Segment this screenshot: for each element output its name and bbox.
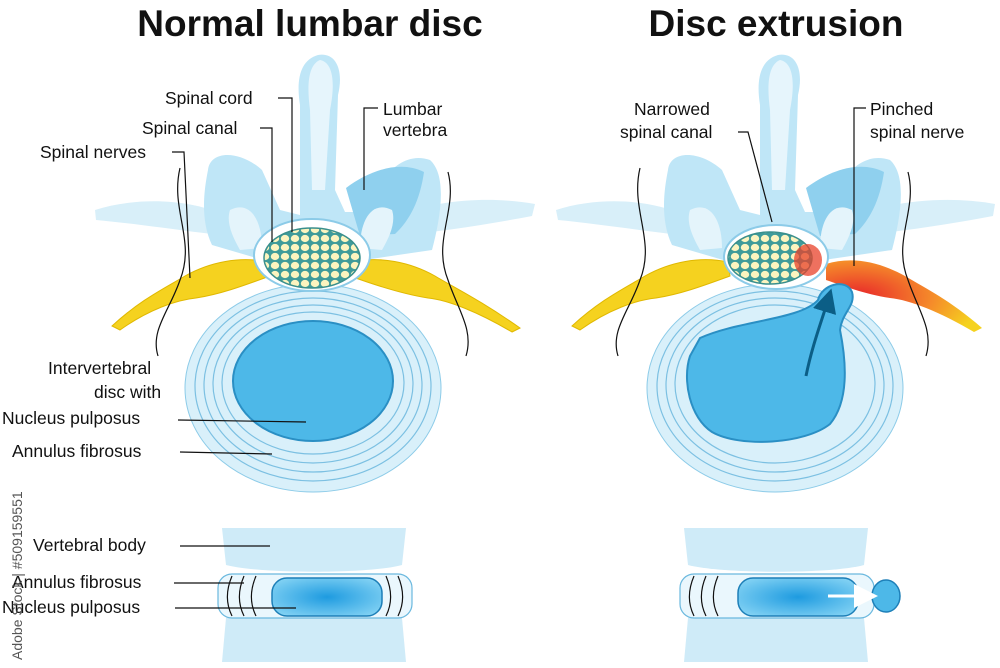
label-lumbar-1: Lumbar — [383, 99, 443, 119]
lamina-shade — [346, 166, 424, 236]
inflamed-area — [794, 244, 822, 276]
nerve-right-branch — [442, 171, 469, 357]
extrusion-nerve-left — [571, 259, 731, 331]
label-spinal-canal: Spinal canal — [142, 118, 237, 138]
label-spinal-nerves: Spinal nerves — [40, 142, 146, 162]
nerve-left — [111, 259, 271, 331]
label-narrowed-1: Narrowed — [634, 99, 710, 119]
left-transverse-process — [95, 201, 230, 236]
normal-nucleus-side — [271, 577, 383, 617]
label-narrowed-2: spinal canal — [620, 122, 712, 142]
label-annulus-fibrosus: Annulus fibrosus — [12, 441, 142, 461]
label-pinched-1: Pinched — [870, 99, 933, 119]
nerve-left-branch — [155, 167, 186, 357]
extruded-disc — [646, 283, 904, 493]
pedicle-left — [228, 207, 262, 250]
extrusion-arrow — [804, 288, 837, 377]
normal-nucleus — [232, 320, 394, 442]
label-nucleus-side: Nucleus pulposus — [2, 597, 140, 617]
nerve-right — [349, 259, 521, 333]
normal-side-view — [217, 528, 413, 662]
extrusion-side-view — [679, 528, 901, 662]
label-intervertebral-1: Intervertebral — [48, 358, 151, 378]
label-vertebral-body: Vertebral body — [33, 535, 146, 555]
label-annulus-side: Annulus fibrosus — [12, 572, 142, 592]
lower-vertebral-body — [222, 612, 406, 662]
label-lumbar-2: vertebra — [383, 120, 447, 140]
label-pinched-2: spinal nerve — [870, 122, 964, 142]
right-left-transverse-process — [556, 201, 690, 236]
upper-vertebral-body — [222, 528, 406, 572]
label-intervertebral-2: disc with — [94, 382, 161, 402]
title-extrusion: Disc extrusion — [649, 3, 904, 44]
extruded-fragment — [871, 579, 901, 613]
label-nucleus-pulposus: Nucleus pulposus — [2, 408, 140, 428]
extrusion-vertebra-group — [556, 54, 995, 493]
normal-vertebra-group — [95, 54, 535, 493]
spinous-process-shade — [308, 60, 333, 190]
label-spinal-cord: Spinal cord — [165, 88, 253, 108]
normal-disc — [184, 283, 442, 493]
title-normal: Normal lumbar disc — [137, 3, 482, 44]
spinal-cord — [263, 227, 361, 289]
pinched-nerve-right — [826, 260, 982, 332]
stock-watermark: Adobe Stock | #509159551 — [9, 491, 25, 660]
pedicle-right — [360, 207, 394, 250]
